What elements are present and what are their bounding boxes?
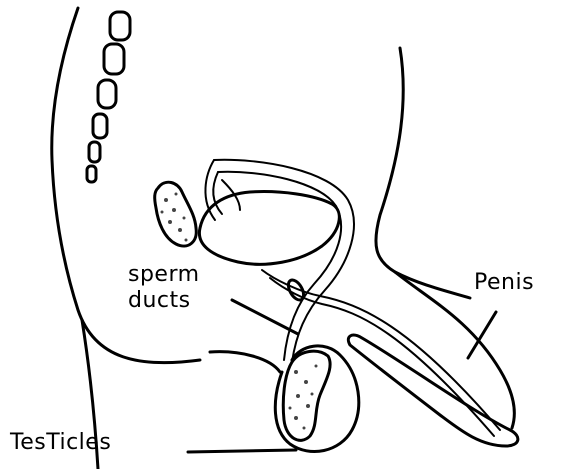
scrotum — [275, 346, 358, 452]
penis-label: Penis — [474, 272, 534, 294]
thigh-outline — [210, 352, 280, 372]
vertebra — [110, 12, 130, 40]
vertebra — [89, 142, 100, 162]
sperm-ducts-label-line2: ducts — [128, 290, 191, 312]
prostate-gland — [285, 277, 306, 302]
vertebra — [93, 114, 107, 138]
testicle — [283, 351, 330, 440]
sperm-ducts-leader-line — [232, 300, 298, 334]
urethra-inner — [270, 278, 494, 436]
vertebra — [104, 44, 124, 74]
testicles-leader-line — [188, 450, 296, 452]
testicles-label: TesTicles — [10, 432, 111, 454]
seminal-vesicle — [155, 182, 197, 246]
vertebra — [87, 166, 96, 182]
abdomen-outline — [376, 48, 470, 298]
bladder — [199, 192, 339, 265]
spine-vertebrae — [87, 12, 130, 182]
testicle-texture — [289, 365, 318, 430]
sperm-ducts-label-line1: sperm — [128, 264, 200, 286]
penis-outline — [348, 335, 518, 446]
penis-upper-outline — [395, 272, 514, 428]
vertebra — [98, 80, 116, 108]
